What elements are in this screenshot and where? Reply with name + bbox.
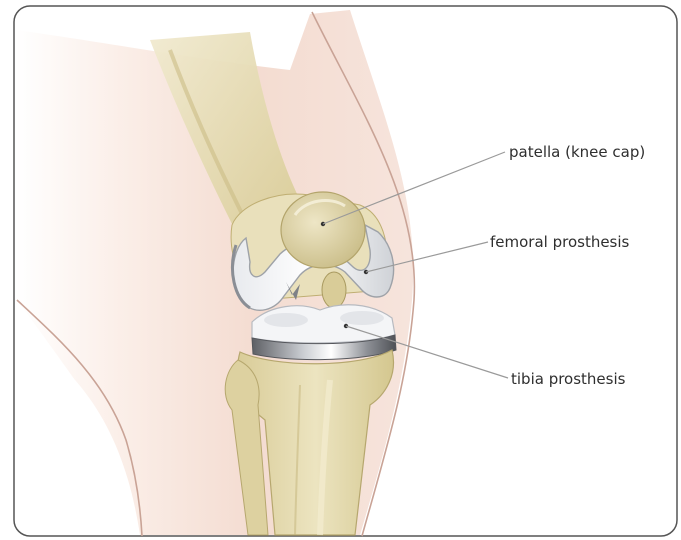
insert-left-bearing bbox=[264, 313, 308, 327]
femoral-prosthesis-label: femoral prosthesis bbox=[490, 233, 630, 251]
tibia-prosthesis-label: tibia prosthesis bbox=[511, 370, 626, 388]
patella-label: patella (knee cap) bbox=[509, 143, 645, 161]
notch-bone bbox=[322, 272, 346, 308]
insert-right-bearing bbox=[340, 311, 384, 325]
patella-bone bbox=[281, 192, 365, 268]
